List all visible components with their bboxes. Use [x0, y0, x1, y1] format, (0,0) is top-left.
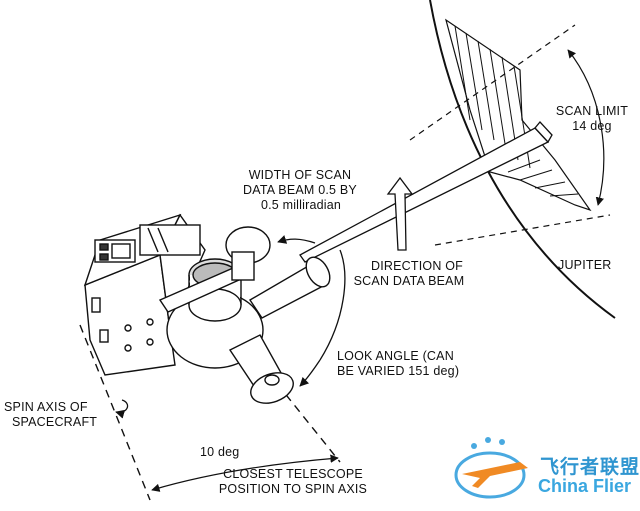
- closest-label-line1: CLOSEST TELESCOPE: [223, 467, 363, 481]
- scan-strip: [445, 18, 592, 212]
- look-angle-arc: [319, 249, 346, 361]
- watermark-logo: [454, 437, 528, 499]
- watermark-en: China Flier: [538, 476, 632, 496]
- watermark-cn: 飞行者联盟: [540, 456, 640, 478]
- look-angle-arrow-bottom: [299, 359, 321, 387]
- spin-axis-line: [79, 324, 151, 501]
- scan-limit-value: 14 deg: [572, 119, 612, 133]
- width-label-line3: 0.5 milliradian: [260, 198, 342, 212]
- ten-deg-arc: [151, 454, 339, 492]
- closest-position-line: [241, 339, 341, 463]
- scan-limit-lines: [409, 24, 611, 246]
- look-angle-line2: BE VARIED 151 deg): [337, 364, 460, 378]
- spin-axis-line1: SPIN AXIS OF: [4, 400, 88, 414]
- direction-arrow: [386, 176, 414, 251]
- look-angle-line1: LOOK ANGLE (CAN: [337, 349, 454, 363]
- closest-label-line2: POSITION TO SPIN AXIS: [218, 482, 368, 496]
- scan-limit-arc: [567, 49, 605, 206]
- look-angle-arrow-top: [277, 235, 316, 244]
- spin-rotation-icon: [115, 399, 129, 419]
- jupiter-label: JUPITER: [558, 258, 612, 272]
- width-label-line2: DATA BEAM 0.5 BY: [243, 183, 357, 197]
- scan-limit-label: SCAN LIMIT: [555, 104, 629, 118]
- direction-label-line2: SCAN DATA BEAM: [353, 274, 465, 288]
- direction-label-line1: DIRECTION OF: [371, 259, 463, 273]
- scan-data-beam: [299, 121, 553, 263]
- spin-axis-line2: SPACECRAFT: [12, 415, 98, 429]
- width-label-line1: WIDTH OF SCAN: [248, 168, 352, 182]
- ten-deg-label: 10 deg: [200, 445, 240, 459]
- spacecraft: [83, 213, 331, 404]
